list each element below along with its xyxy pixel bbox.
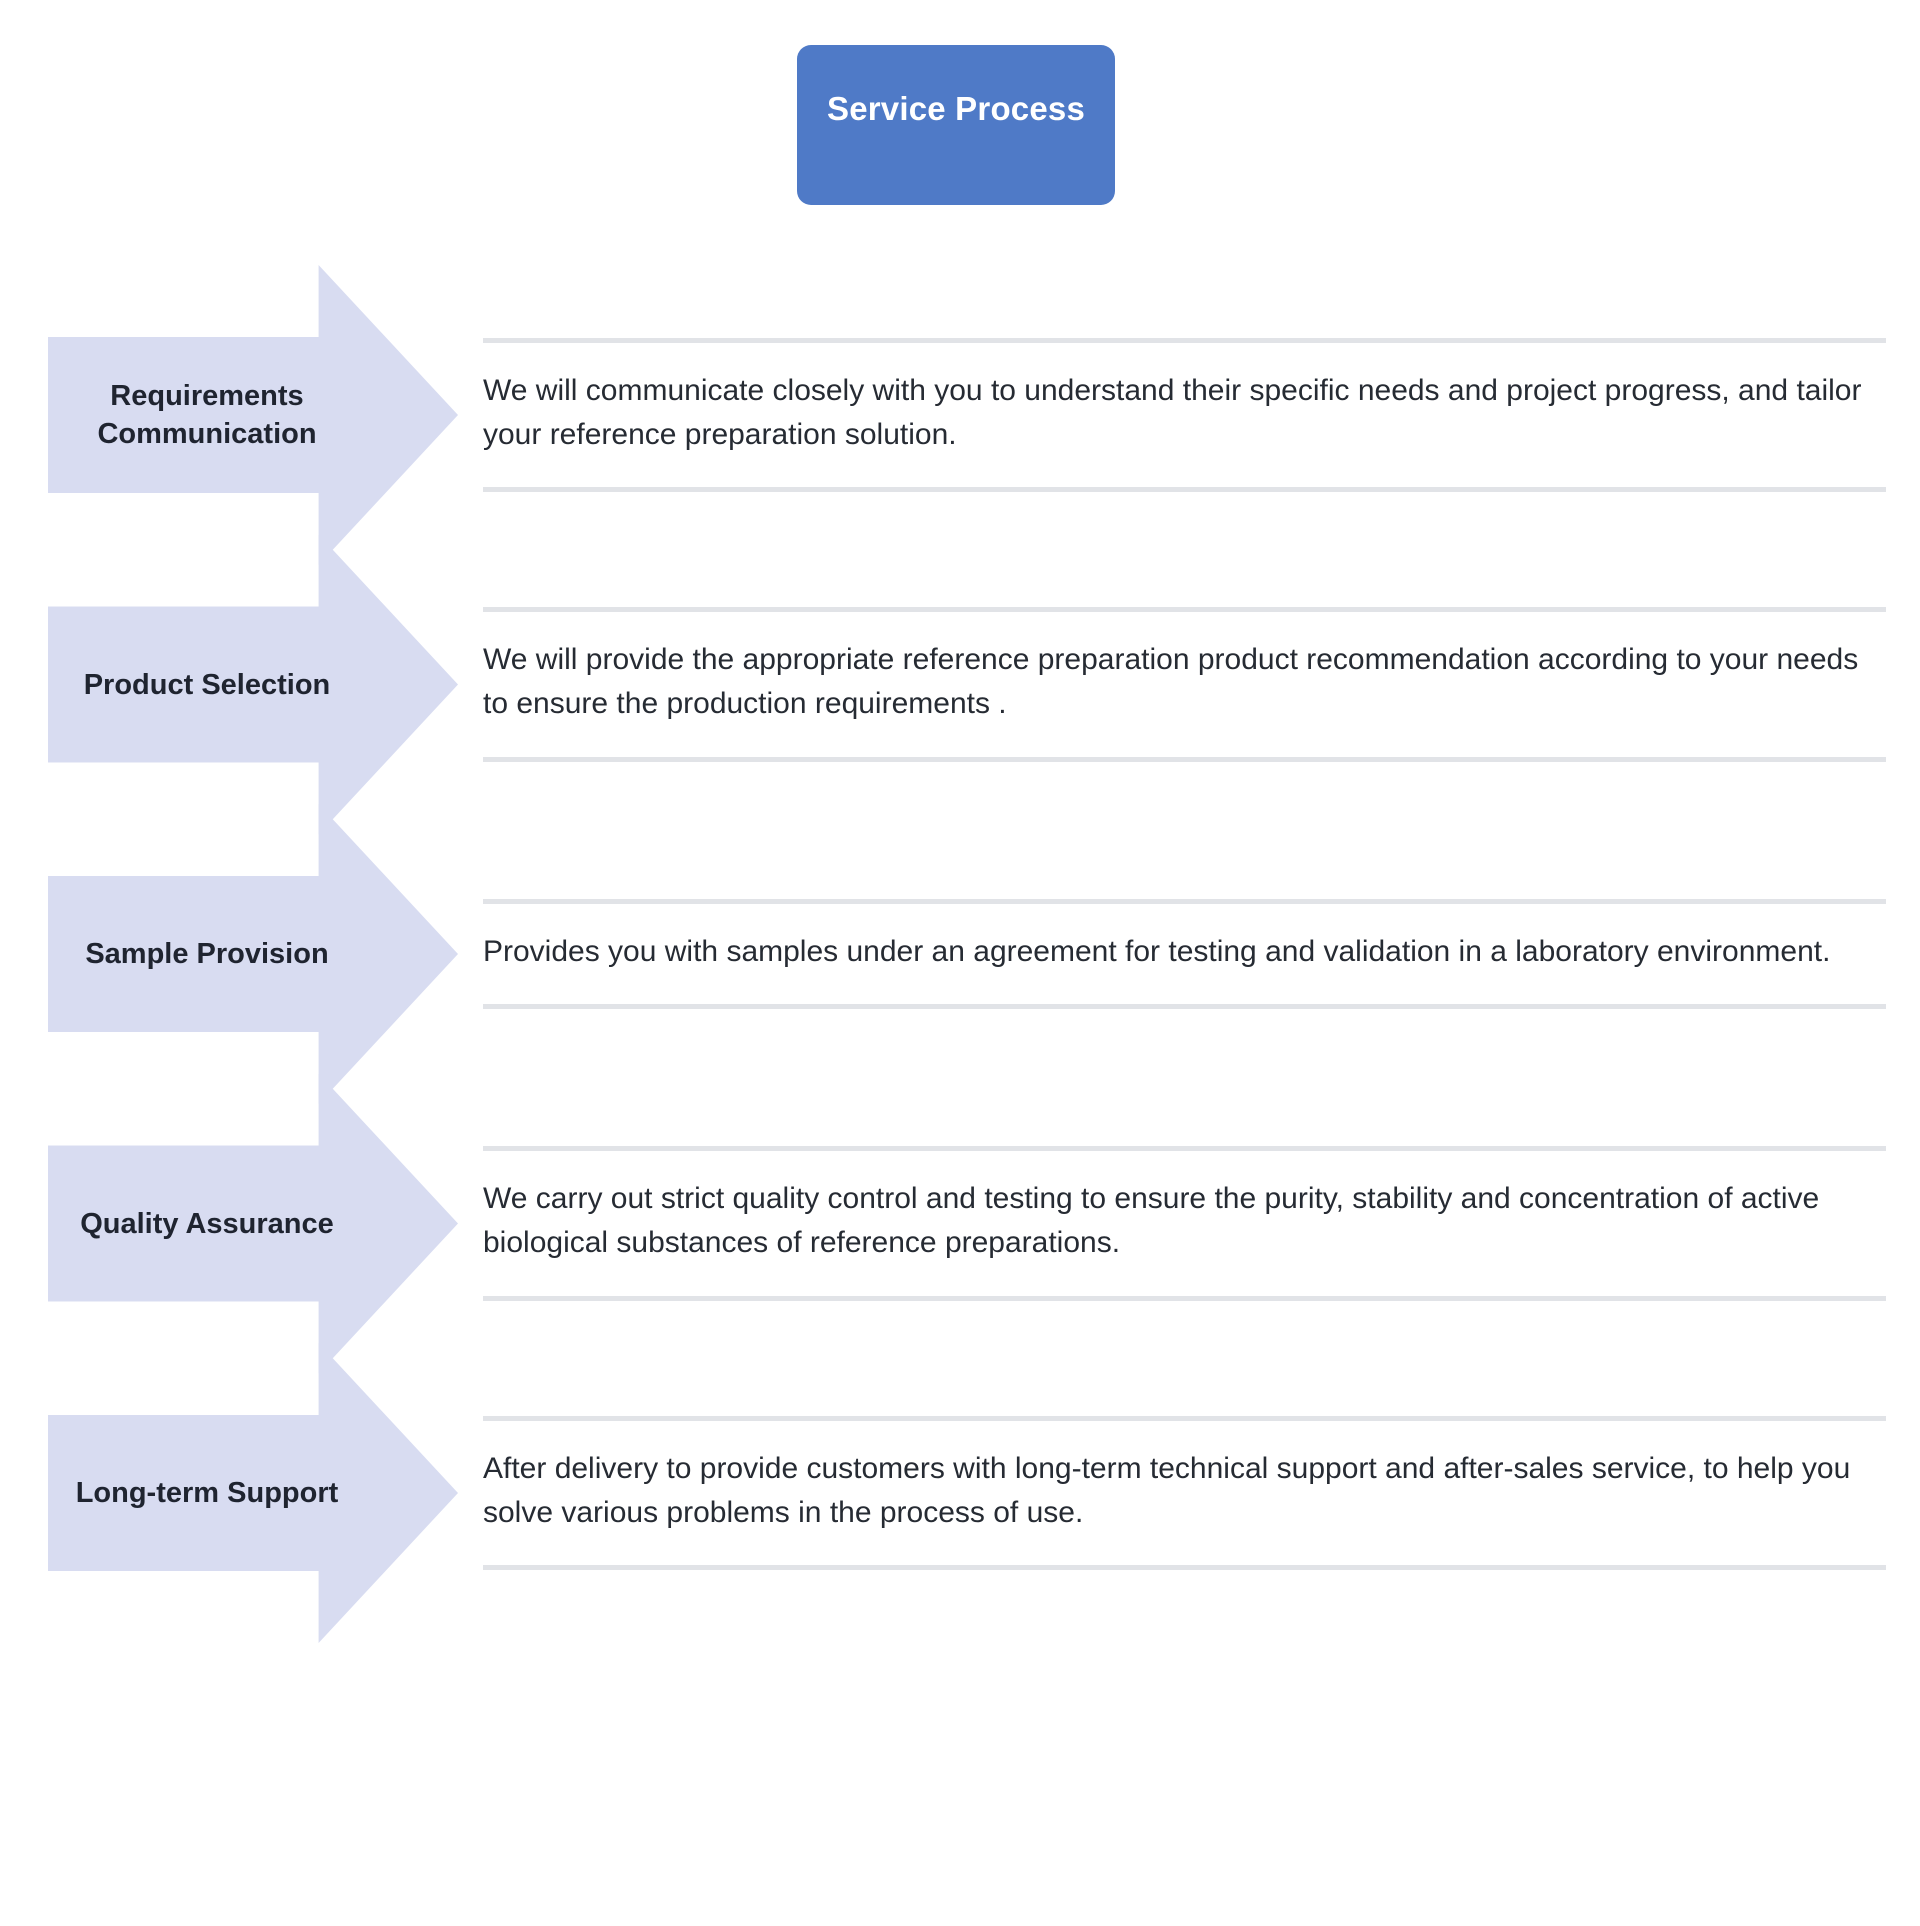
process-step-description: We carry out strict quality control and … <box>483 1182 1820 1260</box>
divider-top <box>483 607 1886 612</box>
divider-bottom <box>483 1004 1886 1010</box>
divider-bottom <box>483 487 1886 493</box>
process-step-description-block: We will communicate closely with you to … <box>483 337 1886 493</box>
divider-bottom <box>483 756 1886 762</box>
process-step-label: Quality Assurance <box>80 1207 334 1240</box>
divider-top <box>483 1146 1886 1151</box>
divider-top <box>483 899 1886 904</box>
process-step-label: Long-term Support <box>75 1477 339 1509</box>
process-step-label: Sample Provision <box>85 938 329 970</box>
process-step-description-block: Provides you with samples under an agree… <box>483 899 1886 1010</box>
process-step-label: Requirements Communication <box>97 379 317 450</box>
process-step-label: Product Selection <box>83 668 331 701</box>
page-title: Service Process <box>826 89 1086 127</box>
divider-top <box>483 1415 1886 1421</box>
divider-bottom <box>483 1295 1886 1301</box>
divider-bottom <box>483 1565 1886 1571</box>
process-step-description-block: We will provide the appropriate referenc… <box>483 607 1886 762</box>
process-step-description: Provides you with samples under an agree… <box>483 935 1831 968</box>
divider-top <box>483 337 1886 343</box>
service-process-header-badge: Service Process <box>797 45 1115 205</box>
process-step-description: We will communicate closely with you to … <box>483 373 1862 451</box>
process-step-description-block: After delivery to provide customers with… <box>483 1415 1886 1571</box>
process-step-description: After delivery to provide customers with… <box>483 1451 1851 1529</box>
process-step-description-block: We carry out strict quality control and … <box>483 1146 1886 1301</box>
process-step-description: We will provide the appropriate referenc… <box>483 643 1859 721</box>
